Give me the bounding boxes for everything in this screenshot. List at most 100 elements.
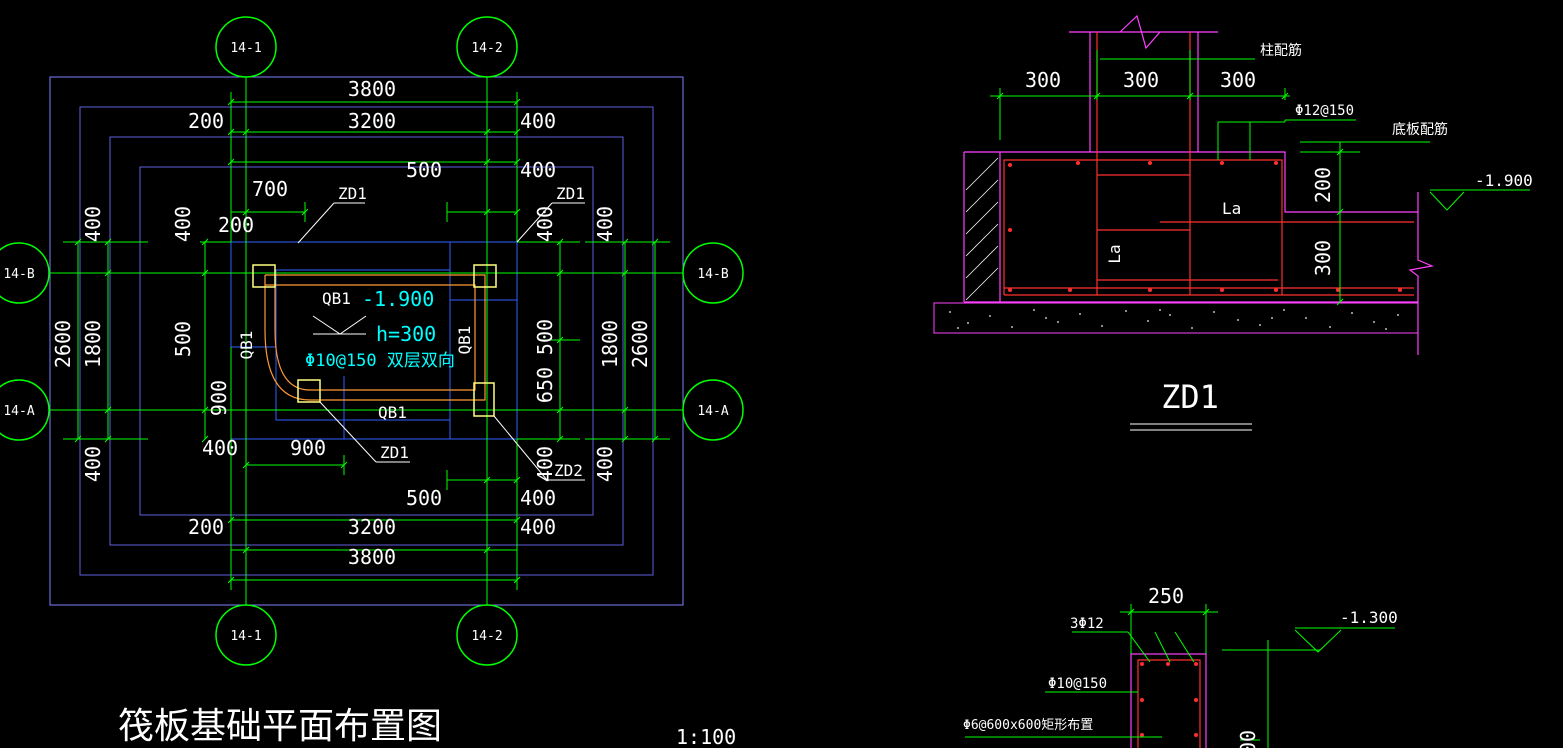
note-stirrup: Φ12@150 [1295,103,1354,119]
plan-dimension-texts: 3800 200 3200 400 500 400 700 200 3800 2… [51,77,652,569]
dim-bot-400b: 400 [520,486,556,510]
axis-bubble-14-A-right: 14-A [682,379,744,441]
label-slab-rebar: Φ10@150 双层双向 [305,351,455,371]
dim-left-in-900: 900 [207,380,231,416]
raft-foundation-plan: 14-1 14-2 14-1 14-2 14-B 14-A 14-B 14-A [0,16,744,748]
column-zd1-tr [473,264,497,288]
plan-outline-outer [49,76,684,606]
axis-bubble-14-2-bottom: 14-2 [456,604,518,666]
dim-right-2600: 2600 [628,320,652,368]
dim-400-bottom: 400 [202,436,238,460]
wall-dim-partial: 00 [1236,730,1260,748]
dim-left-in-400: 400 [171,206,195,242]
wall-bars: 3Φ12 [1070,616,1104,632]
plan-outline-second [79,106,654,576]
label-qb1-top: QB1 [322,289,351,308]
axis-lines [50,77,683,605]
label-elevation: -1.900 [362,287,434,311]
dim-top-3800: 3800 [348,77,396,101]
axis-label: 14-1 [230,41,261,56]
dim-left-in-500: 500 [171,321,195,357]
column-zd1-bl [297,379,321,403]
dim-right-in-650: 650 [533,367,557,403]
pit-walls [264,274,486,401]
column-zd1-tl [252,264,276,288]
axis-label: 14-A [3,404,34,419]
dim-700: 700 [252,177,288,201]
label-qb1-left: QB1 [237,331,256,360]
dim-top-500: 500 [406,158,442,182]
wall-dim-250: 250 [1148,584,1184,608]
label-qb1-bottom: QB1 [378,403,407,422]
dim-bot-3800: 3800 [348,545,396,569]
dim-top-400b: 400 [520,158,556,182]
zd1-dim-300-c: 300 [1220,68,1256,92]
columns [252,264,497,417]
dim-right-1800: 1800 [598,320,622,368]
label-zd1-c: ZD1 [380,443,409,462]
label-qb1-right: QB1 [455,326,474,355]
axis-bubble-14-2-top: 14-2 [456,16,518,78]
axis-label: 14-A [697,404,728,419]
axis-bubble-14-B-right: 14-B [682,242,744,304]
axis-bubble-14-A-left: 14-A [0,379,50,441]
wall-elevation: -1.300 [1340,608,1398,627]
dim-top-200: 200 [188,109,224,133]
label-zd1-a: ZD1 [338,184,367,203]
axis-bubble-14-B-left: 14-B [0,242,50,304]
column-zd2-br [473,382,495,417]
dim-left-400a: 400 [81,206,105,242]
zd1-dim-300-b: 300 [1123,68,1159,92]
label-slab-thickness: h=300 [376,322,436,346]
dim-left-400b: 400 [81,446,105,482]
dim-left-1800: 1800 [81,320,105,368]
zd1-dim-300-h: 300 [1311,240,1335,276]
dim-900: 900 [290,436,326,460]
axis-label: 14-1 [230,629,261,644]
axis-label: 14-2 [471,41,502,56]
wall-outline [1130,653,1207,748]
dim-right-400a: 400 [593,206,617,242]
dim-top-3200: 3200 [348,109,396,133]
note-column-rebar: 柱配筋 [1260,42,1302,59]
zd1-la-1: La [1222,199,1241,218]
dim-left-2600: 2600 [51,320,75,368]
zd1-elevation: -1.900 [1475,171,1533,190]
axis-label: 14-B [3,267,34,282]
dim-right-in-400b: 400 [533,446,557,482]
axis-bubble-14-1-top: 14-1 [215,16,277,78]
plan-outline-third [109,136,624,546]
leader-lines [297,202,585,481]
zd1-dim-200: 200 [1311,167,1335,203]
plan-outline-inner [139,166,594,516]
axis-label: 14-B [697,267,728,282]
pit-outline [230,241,518,440]
dim-right-400b: 400 [593,446,617,482]
wall-section-detail: 250 3Φ12 Φ10@150 Φ6@600x600矩形布置 -1.300 0… [963,584,1398,748]
dim-right-in-500: 500 [533,319,557,355]
wall-stirrup: Φ10@150 [1048,676,1107,692]
axis-bubble-14-1-bottom: 14-1 [215,604,277,666]
dim-right-in-400: 400 [533,206,557,242]
plan-element-labels: ZD1 ZD1 ZD1 ZD2 QB1 QB1 QB1 QB1 -1.900 h… [237,184,585,480]
label-zd2: ZD2 [554,461,583,480]
axis-label: 14-2 [471,629,502,644]
plan-scale: 1:100 [676,725,736,748]
blinding-layer [933,302,1419,334]
zd1-section-detail: 300 300 300 200 300 柱配筋 Φ12@150 底板配筋 -1.… [933,14,1533,431]
dim-bot-3200: 3200 [348,515,396,539]
dim-left-200: 200 [218,213,254,237]
dimension-lines [63,92,670,590]
wall-mesh: Φ6@600x600矩形布置 [963,718,1093,733]
dim-top-400: 400 [520,109,556,133]
dim-bot-500: 500 [406,486,442,510]
plan-title: 筏板基础平面布置图 [118,706,442,747]
note-slab-rebar: 底板配筋 [1392,121,1448,138]
zd1-title: ZD1 [1161,378,1219,416]
zd1-la-2: La [1105,244,1124,263]
dim-bot-400: 400 [520,515,556,539]
label-zd1-b: ZD1 [556,184,585,203]
dim-bot-200: 200 [188,515,224,539]
zd1-dim-300-a: 300 [1025,68,1061,92]
